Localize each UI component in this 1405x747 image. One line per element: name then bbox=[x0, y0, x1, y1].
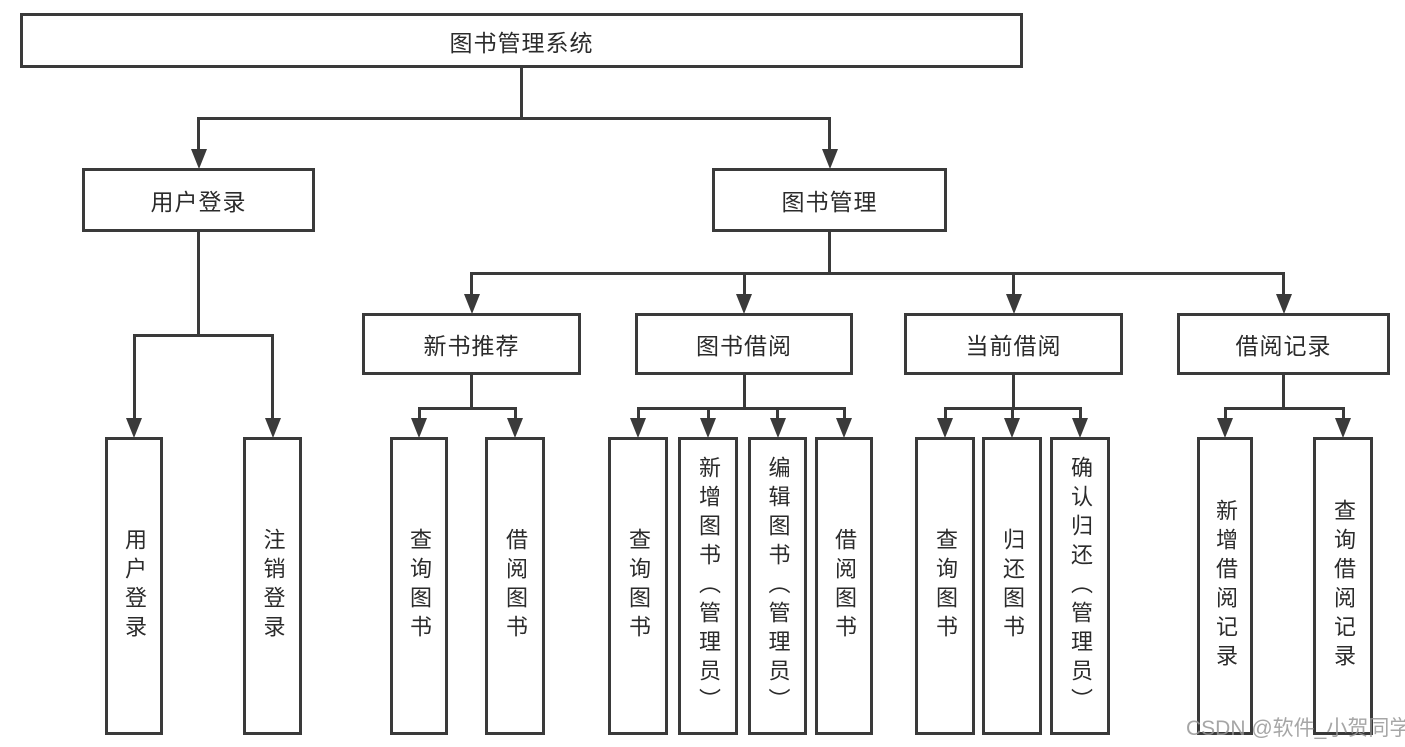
connector-drop-newbooks-query bbox=[417, 408, 421, 419]
node-borrow-borrow: 借阅图书 bbox=[815, 437, 873, 735]
node-login-user: 用户登录 bbox=[105, 437, 163, 735]
arrow-down-icon bbox=[1004, 418, 1020, 438]
node-label-login-logout: 注销登录 bbox=[260, 528, 286, 644]
connector-drop-login bbox=[197, 118, 200, 150]
csdn-watermark: CSDN @软件_小贺同学 bbox=[1186, 717, 1405, 740]
connector-drop-borrow-borrow bbox=[842, 408, 846, 419]
connector-stem-current-borrow bbox=[1012, 375, 1015, 408]
connector-drop-records-add bbox=[1223, 408, 1227, 419]
connector-drop-mgmt bbox=[828, 118, 831, 150]
connector-stem-login bbox=[197, 232, 200, 335]
connector-stem-new-books bbox=[470, 375, 473, 408]
node-login-logout: 注销登录 bbox=[243, 437, 302, 735]
node-root: 图书管理系统 bbox=[20, 13, 1023, 68]
node-label-login: 用户登录 bbox=[150, 189, 247, 215]
node-current-confirm: 确认归还（管理员） bbox=[1050, 437, 1110, 735]
arrow-down-icon bbox=[264, 418, 281, 438]
node-current-borrow: 当前借阅 bbox=[904, 313, 1123, 375]
connector-bar-login bbox=[132, 333, 274, 337]
connector-stem-book-borrow bbox=[742, 375, 746, 408]
arrow-down-icon bbox=[769, 418, 786, 438]
node-mgmt: 图书管理 bbox=[712, 168, 947, 232]
node-label-newbooks-borrow: 借阅图书 bbox=[503, 528, 528, 644]
node-label-borrow-records: 借阅记录 bbox=[1235, 333, 1332, 359]
connector-drop-borrow-add bbox=[706, 408, 710, 419]
connector-drop-newbooks-borrow bbox=[513, 408, 517, 419]
connector-bar-mgmt bbox=[470, 271, 1285, 275]
connector-stem-mgmt bbox=[828, 232, 831, 273]
arrow-down-icon bbox=[507, 418, 523, 438]
connector-bar-book-borrow bbox=[636, 406, 846, 410]
arrow-down-icon bbox=[736, 294, 752, 314]
node-login: 用户登录 bbox=[82, 168, 315, 232]
node-borrow-records: 借阅记录 bbox=[1177, 313, 1390, 375]
arrow-down-icon bbox=[190, 149, 207, 169]
arrow-down-icon bbox=[1072, 418, 1088, 438]
node-newbooks-query: 查询图书 bbox=[390, 437, 448, 735]
node-label-borrow-add: 新增图书（管理员） bbox=[696, 455, 721, 717]
connector-drop-current-borrow bbox=[1012, 273, 1015, 295]
connector-drop-borrow-records bbox=[1282, 273, 1285, 295]
connector-drop-book-borrow bbox=[742, 273, 746, 295]
node-label-borrow-query: 查询图书 bbox=[626, 528, 651, 644]
node-borrow-query: 查询图书 bbox=[608, 437, 668, 735]
node-book-borrow: 图书借阅 bbox=[635, 313, 853, 375]
node-label-records-add: 新增借阅记录 bbox=[1213, 499, 1238, 673]
node-label-borrow-edit: 编辑图书（管理员） bbox=[765, 455, 791, 717]
node-label-current-return: 归还图书 bbox=[1000, 528, 1025, 644]
arrow-down-icon bbox=[836, 418, 852, 438]
node-label-book-borrow: 图书借阅 bbox=[696, 333, 792, 359]
node-current-return: 归还图书 bbox=[982, 437, 1042, 735]
arrow-down-icon bbox=[1275, 294, 1292, 314]
node-records-add: 新增借阅记录 bbox=[1197, 437, 1253, 735]
connector-drop-current-return bbox=[1010, 408, 1014, 419]
node-borrow-edit: 编辑图书（管理员） bbox=[748, 437, 807, 735]
node-borrow-add: 新增图书（管理员） bbox=[678, 437, 738, 735]
arrow-down-icon bbox=[463, 294, 480, 314]
node-label-current-confirm: 确认归还（管理员） bbox=[1068, 455, 1093, 717]
connector-stem-root bbox=[520, 68, 523, 118]
connector-drop-borrow-edit bbox=[776, 408, 779, 419]
connector-bar-root bbox=[197, 116, 831, 120]
node-label-records-query: 查询借阅记录 bbox=[1331, 499, 1356, 673]
connector-drop-current-confirm bbox=[1078, 408, 1082, 419]
arrow-down-icon bbox=[411, 418, 427, 438]
node-label-mgmt: 图书管理 bbox=[781, 189, 878, 215]
arrow-down-icon bbox=[937, 418, 953, 438]
node-records-query: 查询借阅记录 bbox=[1313, 437, 1373, 735]
node-label-borrow-borrow: 借阅图书 bbox=[832, 528, 857, 644]
node-label-root: 图书管理系统 bbox=[449, 29, 594, 56]
connector-drop-borrow-query bbox=[636, 408, 640, 419]
connector-bar-borrow-records bbox=[1223, 406, 1345, 410]
node-label-new-books: 新书推荐 bbox=[423, 333, 520, 359]
node-label-current-borrow: 当前借阅 bbox=[965, 333, 1062, 359]
connector-bar-new-books bbox=[417, 406, 517, 410]
arrow-down-icon bbox=[126, 418, 142, 438]
node-current-query: 查询图书 bbox=[915, 437, 975, 735]
connector-drop-login-logout bbox=[271, 335, 274, 419]
arrow-down-icon bbox=[1005, 294, 1022, 314]
arrow-down-icon bbox=[700, 418, 716, 438]
node-label-newbooks-query: 查询图书 bbox=[407, 528, 432, 644]
node-newbooks-borrow: 借阅图书 bbox=[485, 437, 545, 735]
node-label-login-user: 用户登录 bbox=[122, 528, 147, 644]
node-new-books: 新书推荐 bbox=[362, 313, 581, 375]
node-label-current-query: 查询图书 bbox=[933, 528, 958, 644]
arrow-down-icon bbox=[1335, 418, 1351, 438]
connector-drop-current-query bbox=[943, 408, 947, 419]
arrow-down-icon bbox=[821, 149, 838, 169]
connector-drop-new-books bbox=[470, 273, 473, 295]
arrow-down-icon bbox=[1217, 418, 1233, 438]
arrow-down-icon bbox=[630, 418, 646, 438]
connector-stem-borrow-records bbox=[1282, 375, 1285, 408]
connector-drop-login-user bbox=[132, 335, 136, 419]
connector-drop-records-query bbox=[1341, 408, 1345, 419]
